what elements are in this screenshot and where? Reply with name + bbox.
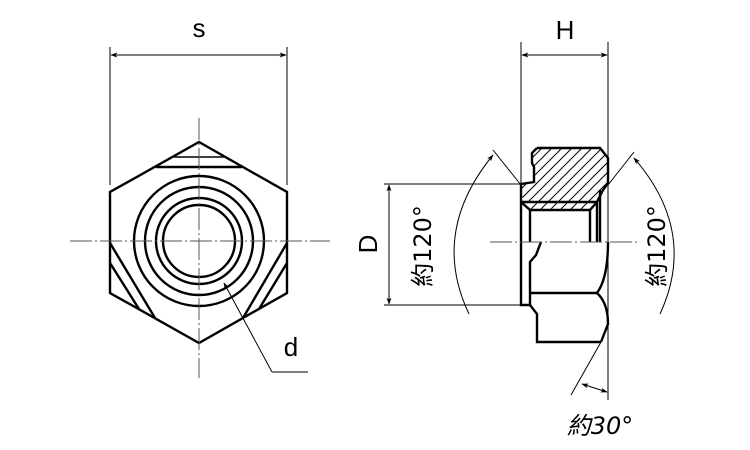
front-view: s d: [70, 13, 330, 378]
dimension-h: H: [520, 15, 609, 400]
dimension-d: d: [223, 282, 308, 373]
bottom-left-chamfer-2: [108, 262, 141, 310]
hex-lower-body: [529, 304, 601, 344]
lower-flange-edge: [528, 241, 543, 305]
chamfer-angle-arrow: [581, 383, 608, 393]
angle-left-120: 約120°: [409, 149, 522, 315]
angle-left-ref-line: [492, 149, 522, 186]
angle-right-ref-line: [607, 151, 635, 186]
label-left-angle: 約120°: [409, 205, 437, 287]
label-s: s: [193, 13, 206, 43]
angle-right-120: 約120°: [607, 151, 675, 315]
label-d: d: [284, 332, 298, 362]
bore-chamfer-right: [589, 201, 598, 211]
label-chamfer-angle: 約30°: [567, 412, 634, 440]
bore-chamfer-left: [520, 201, 531, 211]
label-D: D: [353, 235, 383, 254]
bottom-left-chamfer-1: [108, 242, 157, 319]
dimension-D: D: [353, 183, 521, 306]
label-h: H: [556, 15, 575, 45]
leader-line-d: [223, 282, 273, 373]
bottom-right-chamfer-2: [257, 262, 289, 310]
angle-chamfer-30: 約30°: [567, 341, 634, 440]
side-view: H D: [353, 15, 675, 440]
chamfer-ref-line: [570, 341, 602, 396]
flange-outline: [519, 147, 538, 307]
angle-right-arc: [633, 157, 675, 315]
angle-left-arc: [453, 154, 494, 315]
hex-curved-edge: [595, 241, 610, 343]
bottom-right-chamfer-1: [241, 242, 289, 319]
label-right-angle: 約120°: [643, 205, 671, 287]
dimension-s: s: [109, 13, 288, 185]
